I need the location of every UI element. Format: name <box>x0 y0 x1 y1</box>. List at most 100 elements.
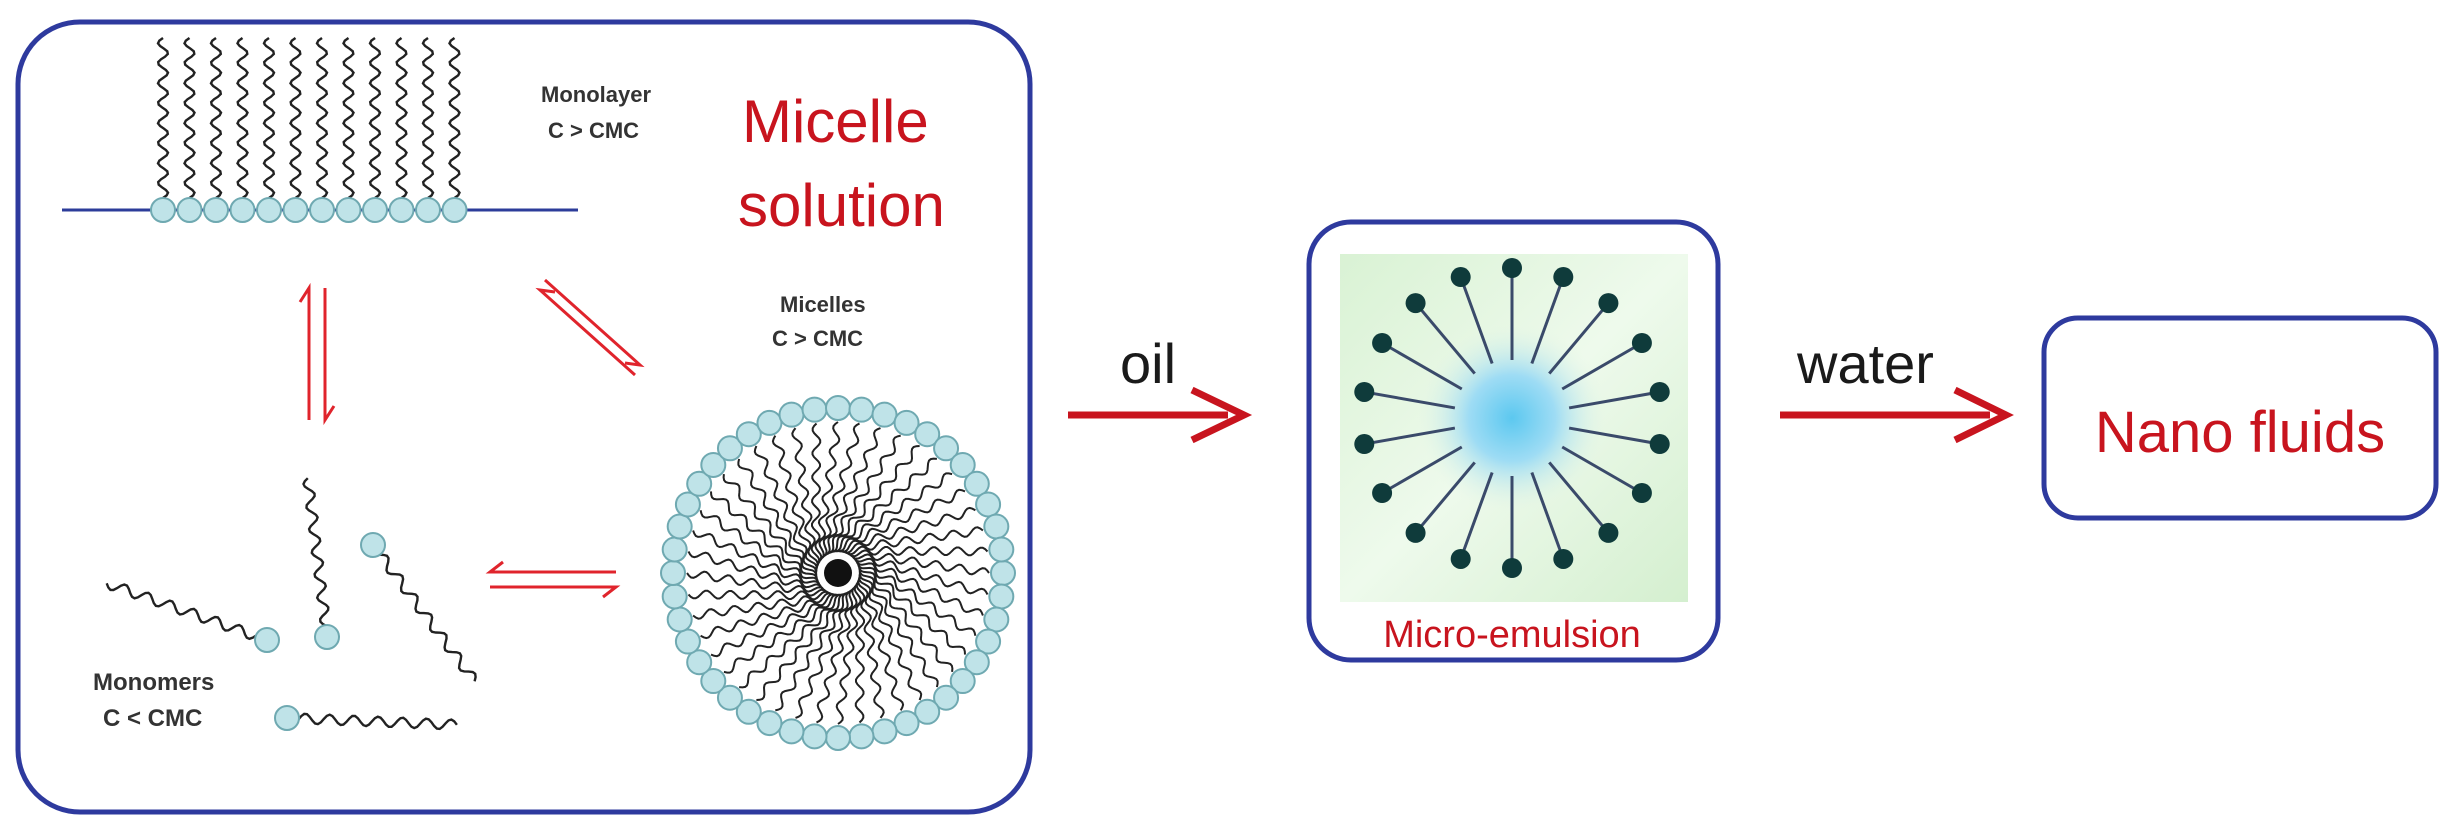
micelle-head <box>871 718 898 745</box>
surfactant-tail <box>1364 426 1456 446</box>
monomers-condition: C < CMC <box>103 705 202 732</box>
surfactant-head <box>1354 434 1375 455</box>
monomer-head <box>254 627 280 653</box>
surfactant-tail <box>1459 471 1494 560</box>
monolayer-tails <box>156 37 461 199</box>
monolayer-tail <box>262 37 276 199</box>
micelle-head <box>893 409 920 436</box>
monolayer-head <box>229 197 256 223</box>
surfactant-head <box>1553 267 1574 288</box>
micelle-head <box>988 583 1015 610</box>
micelle-head <box>949 668 976 695</box>
monolayer <box>62 37 578 223</box>
micelle-title-line1: Micelle <box>742 88 929 155</box>
surfactant-tail <box>1381 445 1463 495</box>
microemulsion-panel: Micro-emulsion <box>1306 219 1721 663</box>
surfactant-head <box>1450 548 1471 569</box>
micelle-head <box>949 451 976 478</box>
surfactant-tail <box>1561 445 1643 495</box>
monolayer-head <box>309 197 335 223</box>
micelle-head <box>975 628 1002 655</box>
micelle-head <box>963 470 990 497</box>
equilibrium-arrow-horizontal <box>485 560 621 599</box>
water-label: water <box>1796 332 1934 395</box>
surfactant-tail <box>1381 341 1463 391</box>
micelle-head <box>716 435 743 462</box>
surfactant-head <box>1631 333 1652 353</box>
micelle-head <box>666 606 693 633</box>
micelle-head <box>933 684 960 711</box>
micelle-head <box>825 395 851 421</box>
micelle-head <box>756 710 783 737</box>
surfactant-head <box>1598 522 1619 543</box>
micelle-head <box>988 536 1015 563</box>
monolayer-tail <box>183 37 196 199</box>
micelle-head <box>983 606 1010 633</box>
monolayer-label: Monolayer <box>541 82 651 107</box>
micelle-head <box>983 513 1010 540</box>
surfactant-head <box>1405 293 1426 314</box>
monomer-head <box>314 624 340 650</box>
surfactant-tail <box>1414 302 1476 375</box>
surfactant-tail <box>1459 276 1494 365</box>
monolayer-head <box>441 197 468 223</box>
surfactant-tail <box>1548 302 1610 375</box>
micelle-head <box>825 725 851 751</box>
surfactant-tail <box>1530 471 1565 560</box>
surfactant-tail <box>1548 461 1610 534</box>
micelle-head <box>686 649 713 676</box>
surfactant-tail <box>1561 341 1643 391</box>
monolayer-tail <box>209 37 223 199</box>
surfactant-head <box>1372 333 1393 353</box>
monolayer-head <box>388 197 415 223</box>
monolayer-head <box>282 197 309 223</box>
micelle-head <box>963 649 990 676</box>
monomer-tail <box>105 582 269 641</box>
monolayer-head <box>176 197 203 223</box>
monomer-head <box>360 532 386 558</box>
surfactant-head <box>1502 258 1522 278</box>
monomer-tail <box>302 477 333 638</box>
monolayer-condition: C > CMC <box>548 118 639 143</box>
surfactant-tail <box>1530 276 1565 365</box>
monomer-tail <box>370 544 477 682</box>
surfactant-tail <box>1568 390 1660 410</box>
monolayer-tail <box>289 37 302 199</box>
surfactant-head <box>1354 381 1375 402</box>
surfactant-tail <box>1568 426 1660 446</box>
micelle-core <box>824 559 852 587</box>
monolayer-head <box>256 197 282 223</box>
micelle-solution-panel: Micelle solution Monolayer C > CMC Monom… <box>15 19 1033 815</box>
monolayer-tail <box>236 37 249 199</box>
micelle-head <box>990 560 1016 586</box>
monolayer-head <box>362 197 388 223</box>
surfactant-tail <box>1414 461 1476 534</box>
micelle-head <box>848 396 875 423</box>
micelle-head <box>778 401 805 428</box>
monomer-head <box>274 705 300 731</box>
monomer-tail <box>286 712 458 731</box>
monomers <box>105 477 477 731</box>
micelle-head <box>661 583 688 610</box>
micelle-head <box>700 451 727 478</box>
surfactant-head <box>1405 522 1426 543</box>
surfactant-head <box>1631 483 1652 503</box>
micelle-head <box>674 491 701 518</box>
oil-label: oil <box>1120 332 1176 395</box>
monolayer-heads <box>150 197 468 223</box>
micelle-head <box>778 718 805 745</box>
micelle-head <box>801 723 828 750</box>
micelles-condition: C > CMC <box>772 326 863 351</box>
micelle-head <box>700 668 727 695</box>
oil-arrow: oil <box>1068 332 1253 444</box>
monolayer-head <box>415 197 441 223</box>
monolayer-tail <box>315 37 329 199</box>
micelle-head <box>716 684 743 711</box>
surfactant-tail <box>1364 390 1456 410</box>
monolayer-tail <box>448 37 461 199</box>
micelle-head <box>933 435 960 462</box>
micelle-head <box>660 560 686 586</box>
nanofluids-panel-border <box>2041 315 2439 521</box>
micelle-head <box>914 421 941 448</box>
